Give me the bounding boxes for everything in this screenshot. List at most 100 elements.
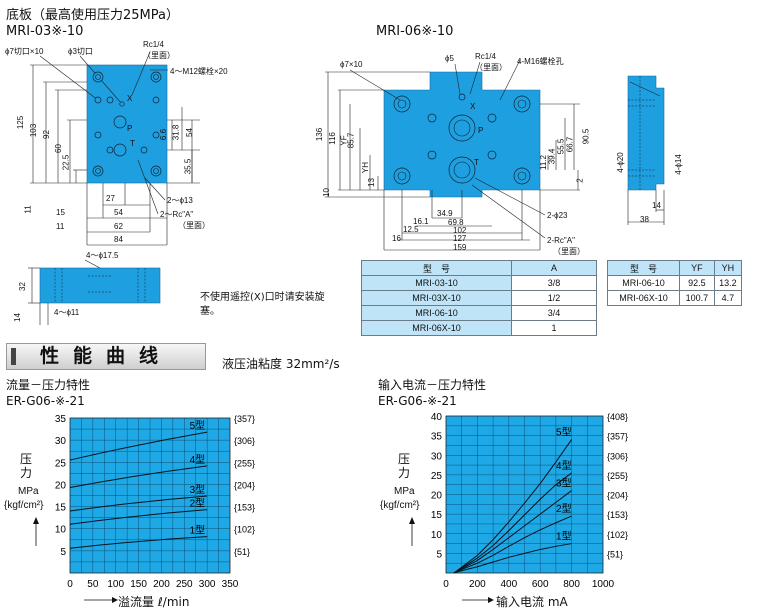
table-cell: MRI-06-10 xyxy=(361,305,512,321)
table-cell: 4.7 xyxy=(713,290,743,306)
x-tick-label: 100 xyxy=(107,579,124,590)
series-label: 1型 xyxy=(556,530,572,543)
right-dim-34-9: 34.9 xyxy=(437,209,453,218)
series-label: 1型 xyxy=(190,524,206,537)
x-tick-label: 0 xyxy=(443,579,449,590)
x-tick-label: 0 xyxy=(67,579,73,590)
right-dim-127: 127 xyxy=(453,234,467,243)
series-line xyxy=(69,495,208,512)
y-tick-label: 10 xyxy=(55,525,67,536)
port-size-table: 型 号 A MRI-03-10 3/8 MRI-03X-10 1/2 MRI-0… xyxy=(361,260,597,336)
y-tick-label: 35 xyxy=(55,414,67,425)
chart2-ylabel: 压 力 xyxy=(398,452,411,480)
left-plate-body xyxy=(86,64,168,184)
right-callout-rc14: Rc1/4 xyxy=(475,52,496,61)
table-cell: 100.7 xyxy=(679,290,715,306)
left-port-x: X xyxy=(127,94,133,103)
series-line xyxy=(453,490,572,574)
series-label: 4型 xyxy=(190,453,206,466)
left-dim-54h: 54 xyxy=(114,208,123,217)
right-dim-16-1: 16.1 xyxy=(413,217,429,226)
right-callout-bolt: 4-M16螺栓孔 xyxy=(517,57,564,66)
series-line xyxy=(453,439,573,574)
model-label-right: MRI-06※-10 xyxy=(376,24,454,39)
x-tick-label: 600 xyxy=(532,579,549,590)
series-line xyxy=(69,465,208,489)
y-tick-label: 25 xyxy=(55,458,67,469)
table-header-cell: YH xyxy=(713,260,743,276)
right-axis-label: {153} xyxy=(607,510,628,520)
y-tick-label: 15 xyxy=(431,510,443,521)
chart2-title: 输入电流－压力特性 xyxy=(378,378,487,392)
chart2-xlabel: 输入电流 mA xyxy=(496,595,568,609)
table-header-cell: 型 号 xyxy=(361,260,512,276)
left-callout-bolt: 4～M12螺栓×20 xyxy=(170,67,228,76)
series-label: 4型 xyxy=(556,459,572,472)
yf-yh-table: 型 号 YF YH MRI-06-10 92.5 13.2 MRI-06X-10… xyxy=(607,260,743,306)
right-axis-label: {357} xyxy=(607,432,628,442)
viscosity-note: 液压油粘度 32mm²/s xyxy=(222,357,340,371)
left-dim-27: 27 xyxy=(106,194,115,203)
left-dim-15: 15 xyxy=(56,208,65,217)
series-line xyxy=(453,543,572,574)
right-callout-hole5: ϕ5 xyxy=(445,54,454,63)
table-cell: MRI-03X-10 xyxy=(361,290,512,306)
table-cell: MRI-06X-10 xyxy=(607,290,680,306)
arrow-head xyxy=(112,597,118,603)
y-tick-label: 40 xyxy=(431,412,443,423)
right-callout-rcA: 2-Rc"A" xyxy=(547,236,575,245)
right-axis-label: {102} xyxy=(607,530,628,540)
table-row: MRI-06X-10 100.7 4.7 xyxy=(607,290,743,306)
right-callout-hole23: 2-ϕ23 xyxy=(547,211,568,220)
right-axis-label: {102} xyxy=(234,525,255,535)
left-callout-bottom-holes: 4～ϕ17.5 xyxy=(86,251,119,260)
y-tick-label: 25 xyxy=(431,471,443,482)
table-row: MRI-06-10 3/4 xyxy=(361,305,597,321)
right-port-p: P xyxy=(478,126,484,135)
right-dim-159: 159 xyxy=(453,243,467,252)
right-axis-label: {306} xyxy=(607,451,628,461)
section-banner: 性能曲线 xyxy=(6,343,206,370)
x-tick-label: 400 xyxy=(500,579,517,590)
series-label: 5型 xyxy=(190,419,206,432)
series-label: 2型 xyxy=(556,502,572,515)
series-label: 2型 xyxy=(190,497,206,510)
arrow-head xyxy=(409,517,415,524)
chart2-subtitle: ER-G06-※-21 xyxy=(378,394,457,408)
y-tick-label: 20 xyxy=(55,480,67,491)
chart2-ylabel-unit: MPa xyxy=(394,486,415,497)
table-row: MRI-06X-10 1 xyxy=(361,320,597,336)
left-callout-cut7: ϕ7切口×10 xyxy=(5,47,44,56)
x-tick-label: 200 xyxy=(469,579,486,590)
chart2-ylabel-unit2: {kgf/cm²} xyxy=(380,500,420,511)
remote-port-note: 不使用遥控(X)口时请安装旋塞。 xyxy=(200,292,325,317)
x-tick-label: 200 xyxy=(153,579,170,590)
series-line xyxy=(453,515,572,574)
right-axis-label: {51} xyxy=(607,549,623,559)
right-axis-label: {153} xyxy=(234,503,255,513)
chart1-title: 流量－压力特性 xyxy=(6,378,91,392)
x-tick-label: 1000 xyxy=(592,579,615,590)
y-tick-label: 10 xyxy=(431,530,443,541)
chart1-ylabel: 压 力 xyxy=(20,452,33,480)
left-callout-rcA-back: （里面） xyxy=(178,221,210,230)
right-axis-label: {204} xyxy=(607,491,628,501)
right-callout-rcA-back: （里面） xyxy=(553,247,585,256)
y-tick-label: 30 xyxy=(431,451,443,462)
x-tick-label: 150 xyxy=(130,579,147,590)
right-axis-label: {204} xyxy=(234,480,255,490)
model-label-left: MRI-03※-10 xyxy=(6,24,84,39)
left-dim-84: 84 xyxy=(114,235,123,244)
left-callout-rc14-back: （里面） xyxy=(143,51,175,60)
left-callout-rc14: Rc1/4 xyxy=(143,40,164,49)
right-dim-14s: 14 xyxy=(652,201,661,210)
series-line xyxy=(69,509,208,525)
x-tick-label: 800 xyxy=(563,579,580,590)
right-port-t: T xyxy=(474,158,479,167)
series-line xyxy=(453,472,572,574)
series-line xyxy=(69,431,208,461)
